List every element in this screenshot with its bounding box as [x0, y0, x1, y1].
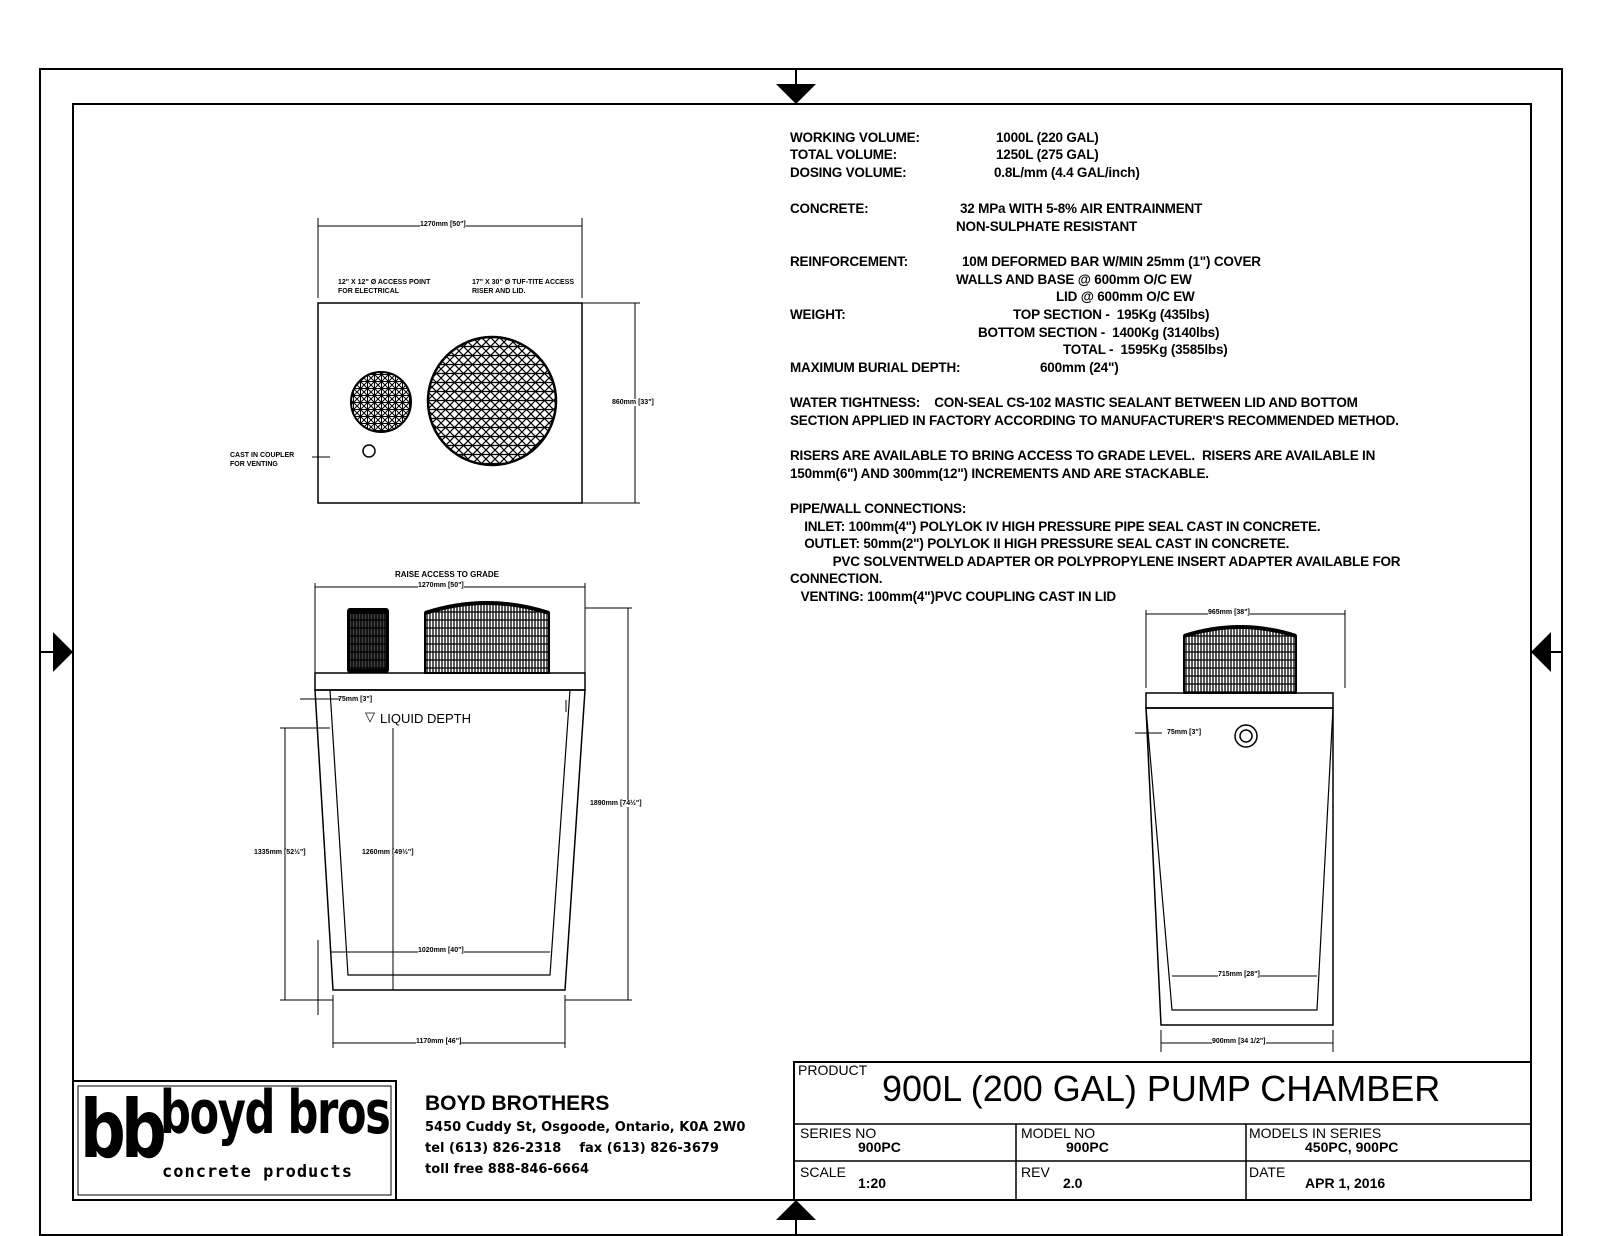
dosing-volume-value: 0.8L/mm (4.4 GAL/inch) [994, 165, 1140, 180]
raise-access-note: RAISE ACCESS TO GRADE [395, 570, 500, 579]
reinforcement-line-2: WALLS AND BASE @ 600mm O/C EW [956, 272, 1192, 287]
model-no-value: 900PC [1066, 1139, 1109, 1155]
reinforcement-label: REINFORCEMENT: [790, 254, 908, 269]
models-in-series-value: 450PC, 900PC [1305, 1139, 1399, 1155]
coupler-note-1: CAST IN COUPLER [230, 452, 295, 459]
model-no-label: MODEL NO [1021, 1125, 1096, 1141]
end-top-width-dim: 965mm [38"] [1208, 609, 1250, 616]
risers-line-1: RISERS ARE AVAILABLE TO BRING ACCESS TO … [790, 448, 1376, 463]
company-tollfree: toll free 888-846-6664 [425, 1162, 590, 1177]
pipe-connections-line-4: PVC SOLVENTWELD ADAPTER OR POLYPROPYLENE… [790, 554, 1401, 569]
logo-name: boyd bros [160, 1078, 391, 1148]
logo-mark: bb [80, 1083, 167, 1176]
pipe-connections-line-2: INLET: 100mm(4") POLYLOK IV HIGH PRESSUR… [790, 519, 1321, 534]
title-block [793, 1061, 1532, 1201]
date-value: APR 1, 2016 [1305, 1175, 1386, 1191]
liquid-depth-symbol: ▽ [365, 709, 375, 724]
concrete-line-1: 32 MPa WITH 5-8% AIR ENTRAINMENT [960, 201, 1203, 216]
total-volume-label: TOTAL VOLUME: [790, 147, 897, 162]
top-view-width-dim: 1270mm [50"] [420, 221, 466, 228]
access-point-note-1: 12" X 12" Ø ACCESS POINT [338, 279, 431, 286]
reinforcement-line-3: LID @ 600mm O/C EW [1056, 289, 1195, 304]
scale-value: 1:20 [858, 1175, 887, 1191]
top-view-height-dim: 860mm [33"] [612, 399, 654, 406]
burial-depth-value: 600mm (24") [1040, 360, 1119, 375]
risers-line-2: 150mm(6") AND 300mm(12") INCREMENTS AND … [790, 466, 1209, 481]
pipe-connections-line-3: OUTLET: 50mm(2") POLYLOK II HIGH PRESSUR… [790, 536, 1290, 551]
end-view [1135, 610, 1346, 1052]
logo-subtitle: concrete products [162, 1162, 353, 1182]
scale-label: SCALE [800, 1164, 846, 1180]
riser-note-2: RISER AND LID. [472, 288, 526, 295]
center-marker-bottom [776, 1200, 816, 1235]
side-bottom-inner-dim: 1020mm [40"] [418, 947, 464, 954]
side-view [280, 583, 632, 1048]
liquid-depth-label: LIQUID DEPTH [380, 711, 472, 726]
company-name: BOYD BROTHERS [425, 1092, 610, 1115]
access-point-note-2: FOR ELECTRICAL [338, 288, 400, 295]
coupler-note-2: FOR VENTING [230, 461, 278, 468]
date-label: DATE [1249, 1164, 1286, 1180]
weight-label: WEIGHT: [790, 307, 846, 322]
burial-depth-label: MAXIMUM BURIAL DEPTH: [790, 360, 961, 375]
pipe-connections-line-1: PIPE/WALL CONNECTIONS: [790, 501, 967, 516]
models-in-series-label: MODELS IN SERIES [1249, 1125, 1382, 1141]
weight-top: TOP SECTION - 195Kg (435lbs) [1013, 307, 1210, 322]
side-overall-height-dim: 1890mm [74½"] [590, 800, 642, 807]
total-volume-value: 1250L (275 GAL) [996, 147, 1099, 162]
center-marker-left [40, 632, 73, 672]
outer-border [39, 68, 1563, 1236]
center-marker-right [1531, 632, 1562, 672]
pipe-connections-line-5: CONNECTION. [790, 571, 883, 586]
working-volume-value: 1000L (220 GAL) [996, 130, 1099, 145]
weight-total: TOTAL - 1595Kg (3585lbs) [1063, 342, 1228, 357]
top-view [312, 218, 640, 504]
rev-value: 2.0 [1063, 1175, 1083, 1191]
reinforcement-line-1: 10M DEFORMED BAR W/MIN 25mm (1") COVER [962, 254, 1261, 269]
water-tightness-line-1: WATER TIGHTNESS: CON-SEAL CS-102 MASTIC … [790, 395, 1358, 410]
concrete-line-2: NON-SULPHATE RESISTANT [956, 219, 1138, 234]
pipe-connections-line-6: VENTING: 100mm(4")PVC COUPLING CAST IN L… [790, 589, 1117, 604]
dosing-volume-label: DOSING VOLUME: [790, 165, 907, 180]
side-bottom-outer-dim: 1170mm [46"] [416, 1038, 462, 1045]
riser-note-1: 17" X 30" Ø TUF-TITE ACCESS [472, 279, 575, 286]
center-marker-top [776, 69, 816, 104]
company-phone: tel (613) 826-2318 fax (613) 826-3679 [425, 1141, 719, 1156]
end-bottom-inner-dim: 715mm [28"] [1218, 971, 1260, 978]
product-label: PRODUCT [798, 1062, 868, 1078]
side-liquid-height-dim: 1260mm [49½"] [362, 849, 414, 856]
side-left-height-dim: 1335mm [52½"] [254, 849, 306, 856]
side-wall-dim: 75mm [3"] [338, 696, 373, 703]
series-no-label: SERIES NO [800, 1125, 877, 1141]
side-top-width-dim: 1270mm [50"] [418, 582, 464, 589]
water-tightness-line-2: SECTION APPLIED IN FACTORY ACCORDING TO … [790, 413, 1399, 428]
working-volume-label: WORKING VOLUME: [790, 130, 920, 145]
weight-bottom: BOTTOM SECTION - 1400Kg (3140lbs) [978, 325, 1220, 340]
concrete-label: CONCRETE: [790, 201, 869, 216]
end-bottom-outer-dim: 900mm [34 1/2"] [1212, 1038, 1266, 1045]
company-address: 5450 Cuddy St, Osgoode, Ontario, K0A 2W0 [425, 1120, 746, 1135]
company-logo [72, 1080, 397, 1201]
series-no-value: 900PC [858, 1139, 901, 1155]
end-wall-dim: 75mm [3"] [1167, 729, 1202, 736]
product-title: 900L (200 GAL) PUMP CHAMBER [882, 1068, 1441, 1109]
rev-label: REV [1021, 1164, 1050, 1180]
